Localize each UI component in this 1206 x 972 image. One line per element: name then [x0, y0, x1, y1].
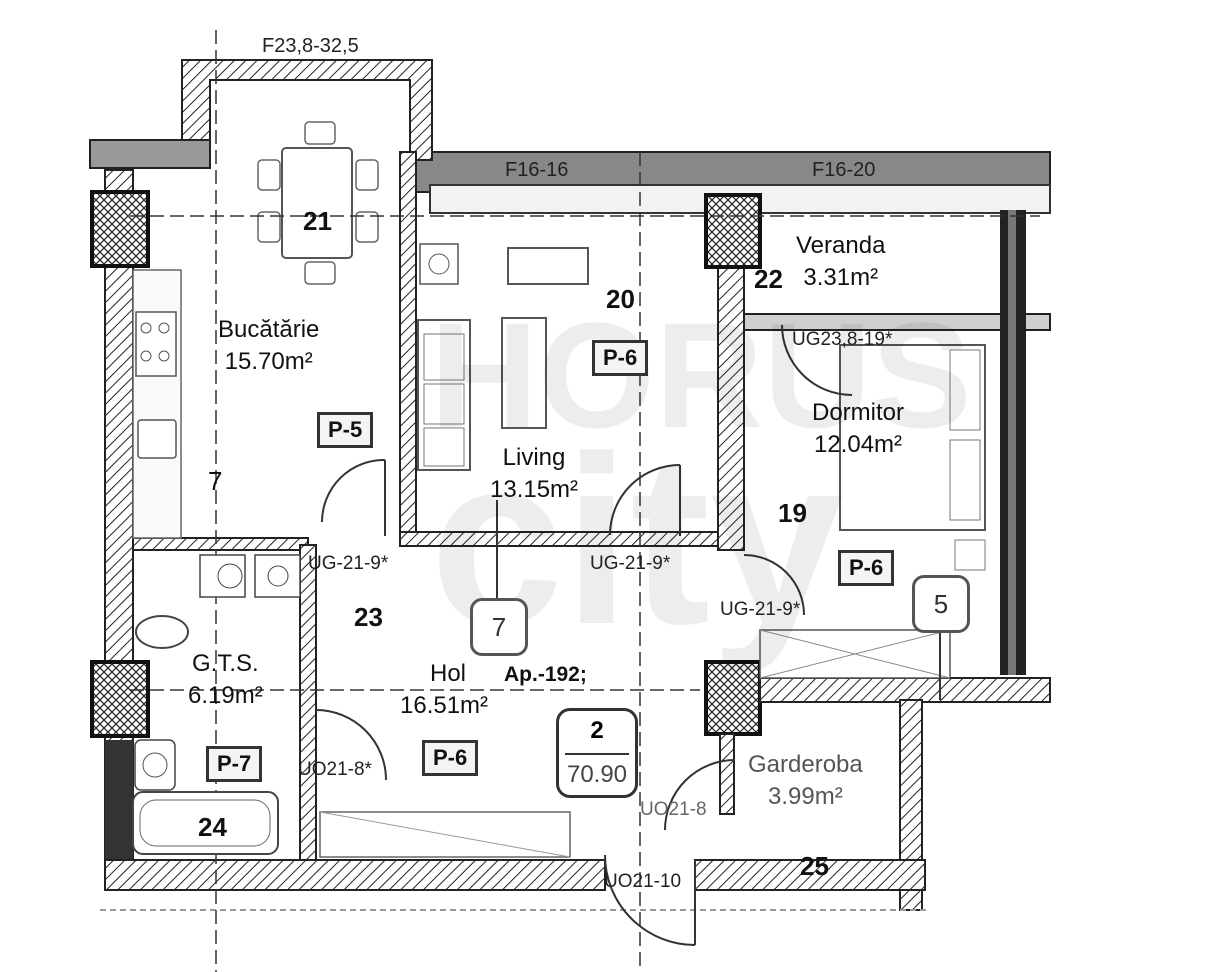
room-area-kitchen: 15.70m²	[224, 348, 313, 376]
room-name-veranda: Veranda	[796, 232, 886, 259]
window-code-f16-20: F16-20	[812, 159, 876, 181]
door-swing-bath	[315, 709, 387, 781]
door-code-ug21-kitchen: UG-21-9*	[308, 553, 389, 574]
door-code-ug21-living: UG-21-9*	[590, 553, 671, 574]
tag-p6-hall: P-6	[422, 740, 479, 776]
marker-bedroom: 5	[912, 575, 970, 633]
room-label-bathroom: G.T.S. 6.19m²	[188, 648, 263, 713]
door-code-uo21-10: UO21-10	[604, 871, 682, 892]
bottom-wall	[104, 859, 606, 891]
apartment-rooms: 2	[590, 717, 604, 744]
room-number-bedroom: 19	[778, 498, 807, 528]
door-swing-kitchen	[321, 458, 386, 523]
wall-kitchen-living	[399, 151, 417, 543]
room-number-bathroom: 24	[198, 812, 227, 842]
room-number-wardrobe: 25	[800, 851, 829, 881]
room-name-hall: Hol	[430, 660, 467, 687]
room-area-living: 13.15m²	[490, 476, 579, 504]
wall-veranda	[743, 313, 1051, 331]
door-swing-entry	[604, 854, 696, 946]
bay-window	[181, 59, 433, 161]
door-code-uo21-8-bath: UO21-8*	[298, 759, 372, 780]
armchair	[507, 247, 589, 285]
room-name-bedroom: Dormitor	[812, 399, 905, 426]
door-swing-veranda	[781, 324, 853, 396]
room-name-living: Living	[502, 444, 566, 471]
room-name-kitchen: Bucătărie	[218, 316, 320, 343]
room-number-hall: 23	[354, 602, 383, 632]
window-code-f16-16: F16-16	[505, 159, 569, 181]
coffee-table	[501, 317, 547, 429]
watermark-line1: HORUS	[430, 291, 972, 459]
wall-bath-top	[132, 537, 309, 551]
door-swing-wardrobe	[664, 759, 736, 831]
door-code-ug23: UG23,8-19*	[792, 329, 893, 350]
room-area-bathroom: 6.19m²	[188, 682, 263, 710]
room-number-living: 20	[606, 284, 635, 314]
column-mid	[704, 193, 762, 269]
wall-bedroom-bottom	[759, 677, 1051, 703]
room-number-veranda: 22	[754, 264, 783, 294]
tag-p5: P-5	[317, 412, 374, 448]
room-area-veranda: 3.31m²	[803, 264, 879, 292]
wall-wardrobe-left	[719, 733, 735, 815]
tag-p7: P-7	[206, 746, 263, 782]
bottom-wall-right	[694, 859, 926, 891]
door-code-uo21-8-entry: UO21-8	[640, 799, 707, 820]
apartment-summary-box: 2 70.90	[556, 708, 638, 798]
room-name-wardrobe: Garderoba	[748, 751, 863, 778]
bathtub	[132, 791, 279, 855]
apartment-area: 70.90	[566, 761, 628, 788]
room-area-hall: 16.51m²	[400, 692, 489, 720]
toilet	[135, 615, 189, 649]
room-name-bathroom: G.T.S.	[192, 650, 259, 677]
tag-p6-bedroom: P-6	[838, 550, 895, 586]
column-mid-bottom	[704, 660, 762, 736]
room-area-wardrobe: 3.99m²	[768, 783, 843, 811]
window-code-top: F23,8-32,5	[262, 35, 359, 57]
apartment-label: Ap.-192;	[504, 663, 587, 686]
dining-table	[281, 147, 353, 259]
kitchen-counter	[132, 269, 182, 539]
column-bottom-left	[90, 660, 150, 738]
room-number-kitchen: 21	[303, 206, 332, 236]
door-code-ug21-bedroom: UG-21-9*	[720, 599, 801, 620]
door-swing-bedroom	[743, 554, 805, 616]
wall-bath-right	[299, 544, 317, 866]
room-label-wardrobe: Garderoba 3.99m²	[748, 749, 863, 814]
right-wall-inner	[1008, 210, 1016, 675]
room-label-hall: Hol 16.51m²	[400, 658, 488, 723]
room-label-bedroom: Dormitor 12.04m²	[812, 397, 904, 462]
room-label-living: Living 13.15m²	[490, 442, 578, 507]
column-top-left	[90, 190, 150, 268]
left-wall-dark	[105, 740, 133, 860]
left-wall-top	[89, 139, 211, 169]
marker-hall: 7	[470, 598, 528, 656]
room-label-kitchen: Bucătărie 15.70m²	[218, 314, 319, 379]
shaft-number: 7	[208, 466, 223, 496]
room-area-bedroom: 12.04m²	[813, 431, 903, 459]
door-swing-living	[609, 464, 681, 536]
room-label-veranda: Veranda 3.31m²	[796, 230, 885, 295]
tag-p6-living: P-6	[592, 340, 649, 376]
apartment-divider	[565, 753, 629, 755]
